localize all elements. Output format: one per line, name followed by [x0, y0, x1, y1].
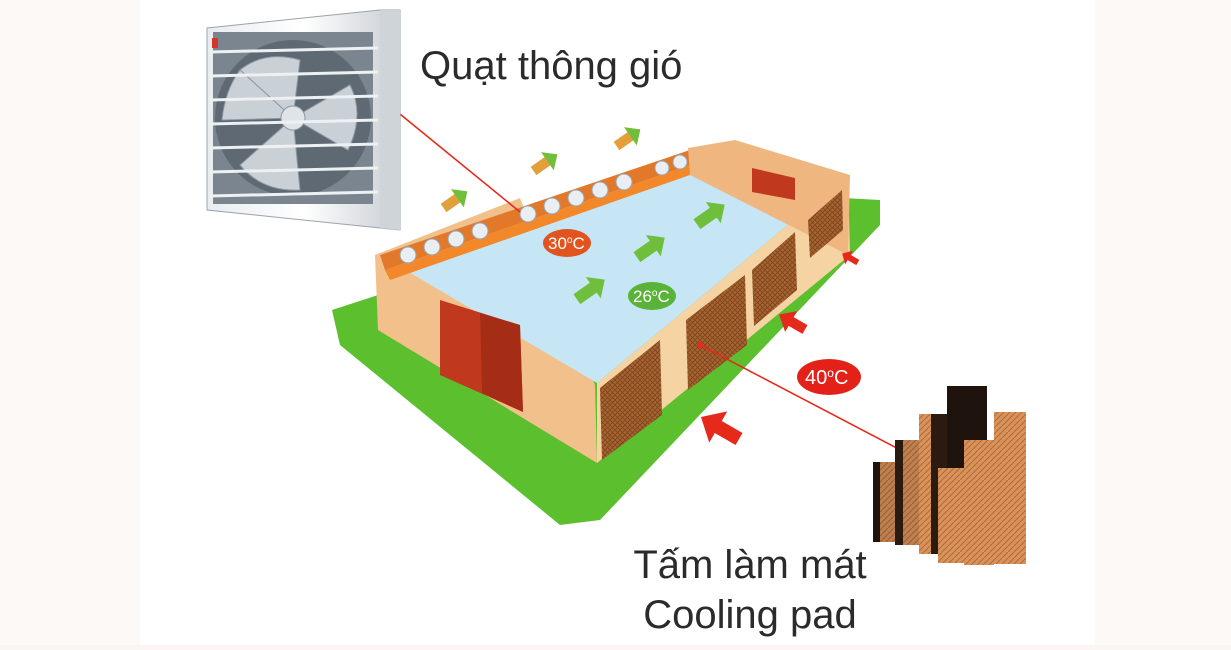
fan-leader-line [394, 109, 521, 213]
cooling-pad-label-line1: Tấm làm mát [633, 543, 867, 587]
airflow-arrow-icon [693, 202, 725, 230]
airflow-arrow-icon [573, 277, 605, 305]
svg-text:30oC: 30oC [548, 234, 585, 253]
airflow-arrow-icon [613, 127, 641, 151]
hot-air-arrows [700, 250, 860, 446]
barn [375, 140, 850, 463]
airflow-arrow-icon [530, 152, 558, 176]
airflow-arrow-icon [633, 235, 665, 263]
airflow-arrow-icon [440, 189, 468, 213]
fan-label: Quạt thông gió [420, 44, 683, 88]
temp-badge-40: 40oC [797, 359, 861, 395]
exhaust-fan-icon [206, 9, 401, 231]
wall-fans [399, 154, 688, 264]
airflow-arrows [440, 127, 725, 305]
svg-text:40oC: 40oC [805, 366, 848, 389]
right-margin-panel [1095, 0, 1231, 645]
svg-text:26oC: 26oC [633, 287, 670, 306]
barn-interior [380, 150, 848, 383]
hot-air-arrow-icon [700, 411, 743, 446]
pad-leader-line [699, 344, 911, 456]
temp-badge-30: 30oC [543, 229, 591, 257]
cooling-pad-label-line2: Cooling pad [643, 593, 857, 637]
left-margin-panel [0, 0, 140, 645]
cooling-pad-icon [873, 386, 1026, 565]
cooling-pad-label: Tấm làm mát Cooling pad [600, 540, 900, 640]
hot-air-arrow-icon [842, 250, 860, 266]
wall-cooling-pads [600, 190, 843, 460]
barn-back-door [752, 168, 795, 200]
temp-badge-26: 26oC [628, 282, 676, 310]
fan-strip [385, 165, 690, 280]
hot-air-arrow-icon [779, 311, 808, 334]
